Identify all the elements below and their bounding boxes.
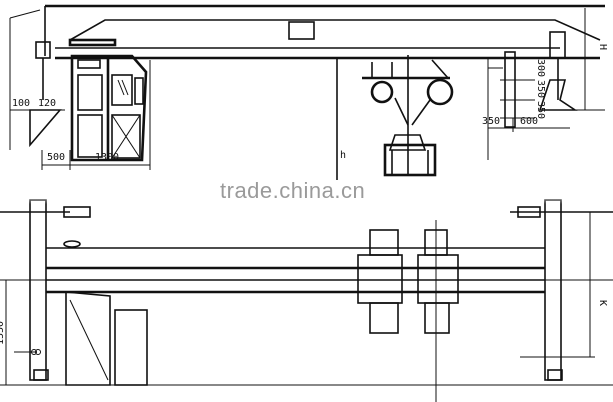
watermark-text: trade.china.cn	[220, 178, 366, 203]
left-end-carriage	[9, 9, 65, 150]
dim-1300: 1300	[95, 152, 119, 163]
dim-1550: 1550	[0, 321, 6, 345]
dim-300-vertical: 300	[535, 59, 546, 77]
right-end-carriage: 350 600 350 350 300 H h	[340, 8, 608, 161]
dim-350-left: 350	[482, 116, 500, 127]
main-girder	[44, 4, 605, 60]
watermark-band	[0, 182, 613, 204]
trolley-hoist	[336, 55, 454, 180]
dim-H: H	[597, 44, 608, 50]
dim-120: 120	[38, 98, 56, 109]
dimension-lines-left: 100 120 500 1300	[12, 60, 151, 170]
dim-350-vertical-1: 350	[535, 101, 546, 119]
operator-cab	[68, 38, 148, 162]
plan-view: K 1550	[0, 199, 613, 402]
dim-K: K	[597, 300, 608, 306]
dim-350-vertical-2: 350	[535, 80, 546, 98]
dim-600: 600	[520, 116, 538, 127]
dim-100: 100	[12, 98, 30, 109]
dim-h: h	[340, 150, 346, 161]
dim-500: 500	[47, 152, 65, 163]
